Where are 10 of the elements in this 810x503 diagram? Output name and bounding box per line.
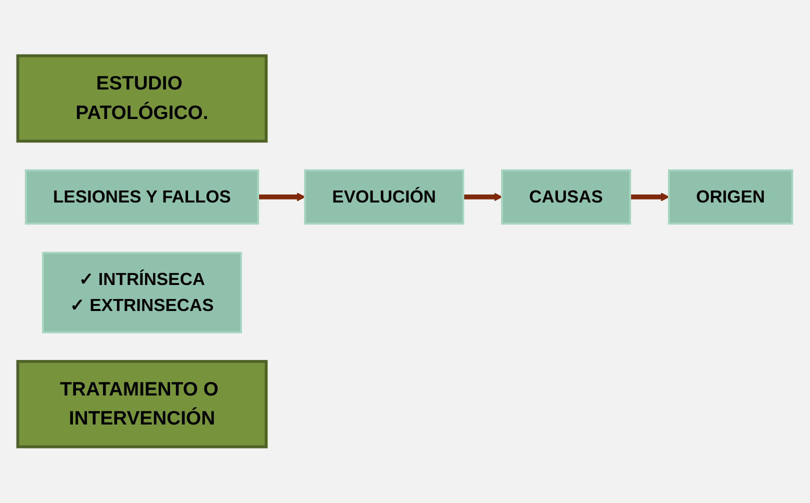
node-box: ✓ INTRÍNSECA ✓ EXTRINSECAS bbox=[42, 252, 242, 334]
node-box: CAUSAS bbox=[501, 170, 632, 225]
node-box: ESTUDIO PATOLÓGICO. bbox=[16, 54, 268, 143]
node-box: ORIGEN bbox=[668, 170, 794, 225]
node-box: LESIONES Y FALLOS bbox=[24, 170, 260, 225]
node-box: EVOLUCIÓN bbox=[304, 170, 464, 225]
node-box: TRATAMIENTO O INTERVENCIÓN bbox=[16, 360, 268, 448]
arrow bbox=[463, 192, 502, 202]
arrow bbox=[258, 192, 306, 202]
arrow bbox=[630, 192, 670, 202]
